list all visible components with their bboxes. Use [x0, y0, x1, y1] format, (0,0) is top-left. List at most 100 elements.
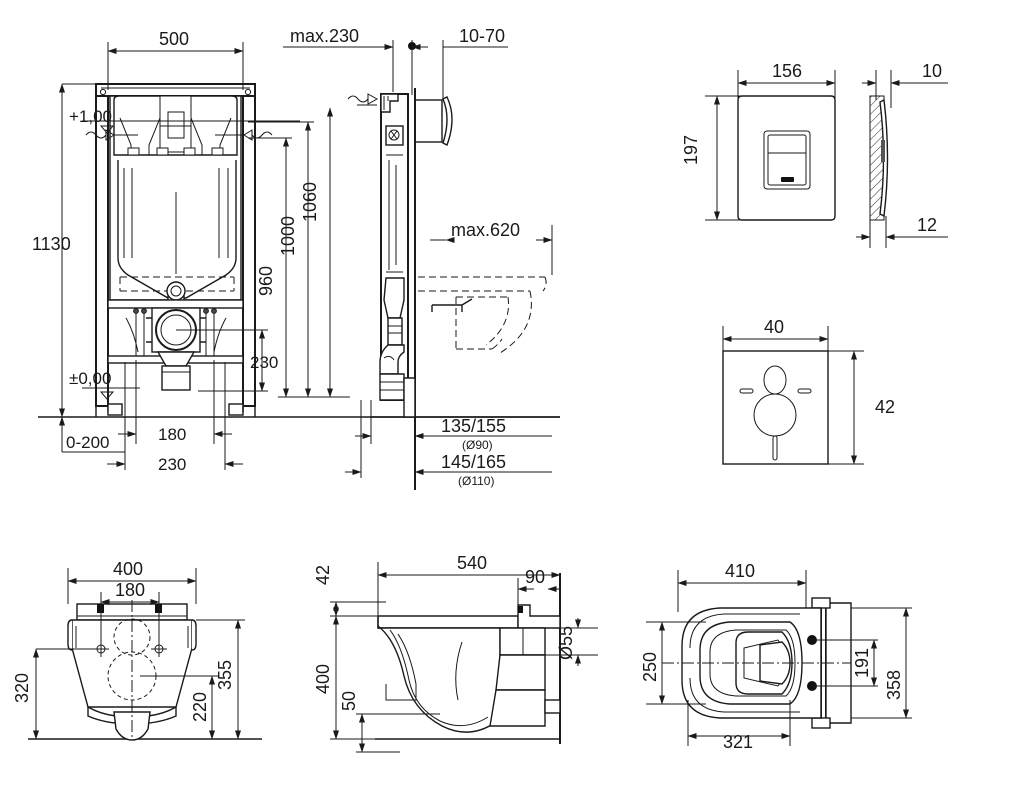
view-front-frame: +1,00 GROHE: [32, 29, 560, 474]
label-10: 10: [922, 61, 942, 81]
label-145-165: 145/165: [441, 452, 506, 472]
level-symbol-zero: [99, 391, 115, 400]
top-rail-fixing-right: [244, 88, 252, 96]
bolt-guide-left: [125, 317, 139, 353]
label-10-70: 10-70: [459, 26, 505, 46]
dim-355-wc: 355: [196, 619, 245, 740]
bolt-stud-4: [211, 308, 217, 314]
dim-0-200: 0-200: [59, 416, 125, 453]
insulation-hole-main: [753, 393, 797, 437]
label-197: 197: [681, 135, 701, 165]
label-1000: 1000: [278, 216, 298, 256]
label-90-wc: 90: [525, 567, 545, 587]
foot-plate-right: [228, 403, 244, 416]
side-outlet-sleeve: [379, 373, 405, 401]
dim-10-70: 10-70: [411, 26, 508, 100]
side-flush-plate: [442, 96, 453, 146]
dim-42-ins: 42: [828, 350, 895, 465]
dim-400-wcside: 400: [313, 615, 386, 740]
top-rail-fixing-left: [99, 88, 107, 96]
label-level-top: +1,00: [69, 107, 112, 126]
label-135-155: 135/155: [441, 416, 506, 436]
dim-230-outlet: 230: [176, 329, 278, 392]
flush-button-inner: [767, 134, 807, 186]
wc-plan-bracket-bottom: [811, 717, 831, 729]
label-540-wc: 540: [457, 553, 487, 573]
dim-40: 40: [722, 317, 829, 355]
dim-250-wc: 250: [640, 621, 706, 705]
dim-180-wc: 180: [100, 580, 160, 648]
label-d110: (Ø110): [458, 474, 494, 488]
frame-side-top-bracket: [380, 93, 399, 113]
level-symbol-top: [99, 125, 115, 134]
outlet-flanges: [146, 317, 206, 343]
chamber-foot-1: [127, 147, 140, 156]
side-rib-caps: [386, 154, 403, 273]
label-400-wcside: 400: [313, 664, 333, 694]
wc-side-inner-2: [385, 633, 417, 701]
bolt-stud-1: [133, 308, 139, 314]
label-180: 180: [158, 425, 186, 444]
bolt-stud-3: [203, 308, 209, 314]
chamber-foot-2: [156, 147, 169, 156]
dim-42-wc: 42: [313, 565, 386, 617]
label-0-200: 0-200: [66, 433, 109, 452]
label-410-wc: 410: [725, 561, 755, 581]
view-flush-plate-side: 10 12: [856, 61, 948, 248]
dim-500: 500: [107, 29, 244, 90]
wc-side-bowl: [377, 617, 501, 733]
outlet-skirt: [156, 351, 196, 367]
view-side-frame: max.230 10-70 max.620 135/155 (Ø90): [283, 26, 560, 490]
label-320-wc: 320: [12, 673, 32, 703]
dim-180-bolts: 180: [118, 360, 232, 444]
mid-cross-rail: [107, 299, 244, 309]
dim-358-wc: 358: [851, 607, 912, 719]
dim-540-wc: 540: [377, 553, 561, 618]
label-230-outlet: 230: [250, 353, 278, 372]
dim-d55-wc: Ø55: [545, 618, 598, 666]
dim-50-wc: 50: [339, 691, 440, 753]
dim-321-wc: 321: [687, 700, 791, 752]
view-wc-front: 400 180 320 355 220: [12, 559, 262, 741]
wc-side-back-block-2: [495, 654, 546, 691]
side-flow-symbol: [347, 93, 379, 106]
label-40: 40: [764, 317, 784, 337]
chamber-foot-3: [183, 147, 196, 156]
insulation-slot-top: [763, 365, 787, 395]
insulation-slot-right: [797, 388, 812, 394]
foot-right: [242, 406, 256, 417]
dim-156: 156: [737, 61, 836, 100]
wc-dashed-outline: [418, 276, 547, 354]
side-outlet-stub: [403, 377, 416, 418]
wc-side-back-shoulder: [517, 604, 561, 629]
dim-400-wc: 400: [67, 559, 197, 604]
chamber-foot-4: [211, 147, 224, 156]
label-1060: 1060: [300, 182, 320, 222]
inspection-opening: [167, 111, 185, 139]
label-1130: 1130: [32, 234, 71, 254]
label-12: 12: [917, 215, 937, 235]
label-d90: (Ø90): [462, 438, 493, 452]
flush-button-marker: [781, 177, 794, 182]
bolt-guide-right: [213, 317, 227, 353]
wc-side-rim: [377, 615, 519, 629]
side-elbow-arc: [383, 355, 395, 361]
label-max-230: max.230: [290, 26, 359, 46]
label-max-620: max.620: [451, 220, 520, 240]
dim-1130: 1130: [32, 83, 100, 418]
wc-side-back-block-3: [489, 689, 546, 727]
bracket-detail: [383, 96, 389, 110]
wc-side-bracket: [544, 699, 561, 714]
outlet-sleeve: [161, 365, 191, 391]
label-156: 156: [772, 61, 802, 81]
view-wc-plan: 410 321 250 191 358: [640, 561, 912, 752]
side-lower-body: [383, 277, 405, 319]
label-42-ins: 42: [875, 397, 895, 417]
frame-top-rail: [95, 83, 256, 97]
dim-197: 197: [681, 95, 740, 221]
dim-12: 12: [856, 215, 948, 248]
label-230-bolts: 230: [158, 455, 186, 474]
elbow-coupling-inner: [170, 285, 182, 297]
wc-left-ear: [67, 619, 73, 651]
